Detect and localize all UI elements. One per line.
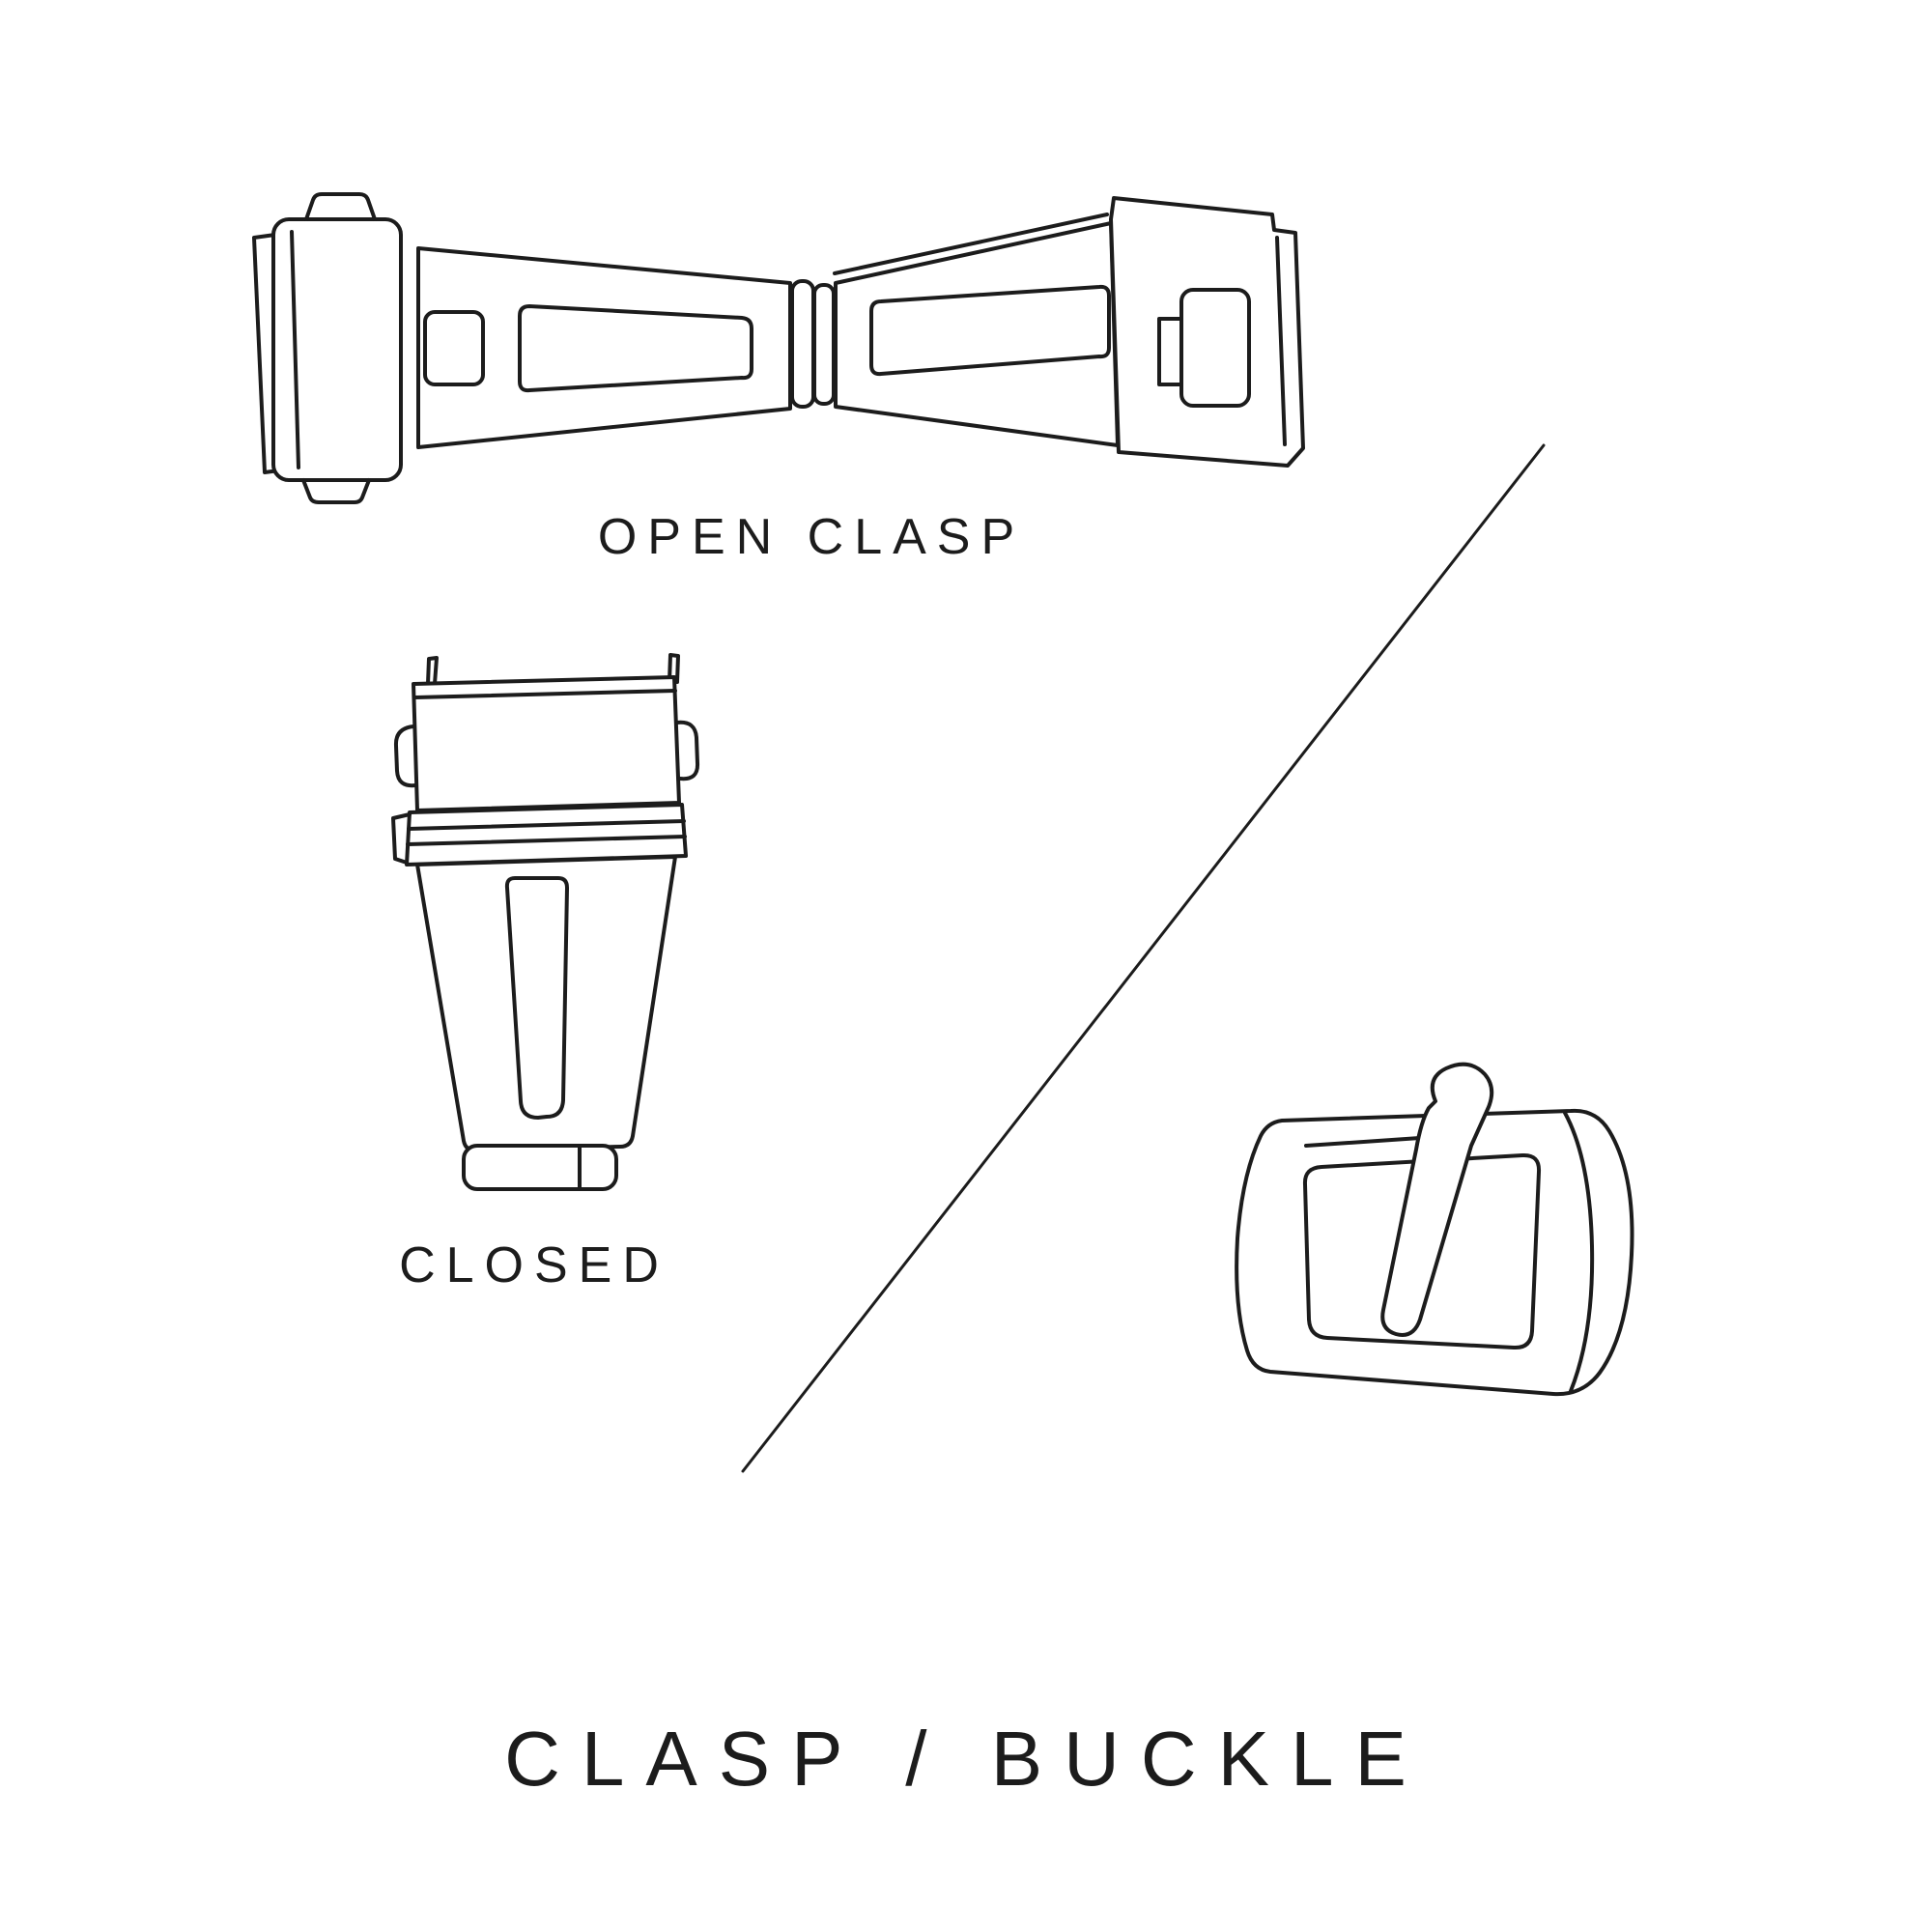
closed-clasp-label: CLOSED (399, 1237, 669, 1293)
tang-buckle-drawing (1235, 1062, 1634, 1397)
open-clasp-drawing (252, 192, 1305, 504)
closed-clasp-drawing (391, 653, 700, 1191)
page-title: CLASP / BUCKLE (504, 1716, 1428, 1802)
open-clasp-label: OPEN CLASP (597, 509, 1026, 565)
diagonal-divider-line (741, 443, 1546, 1473)
